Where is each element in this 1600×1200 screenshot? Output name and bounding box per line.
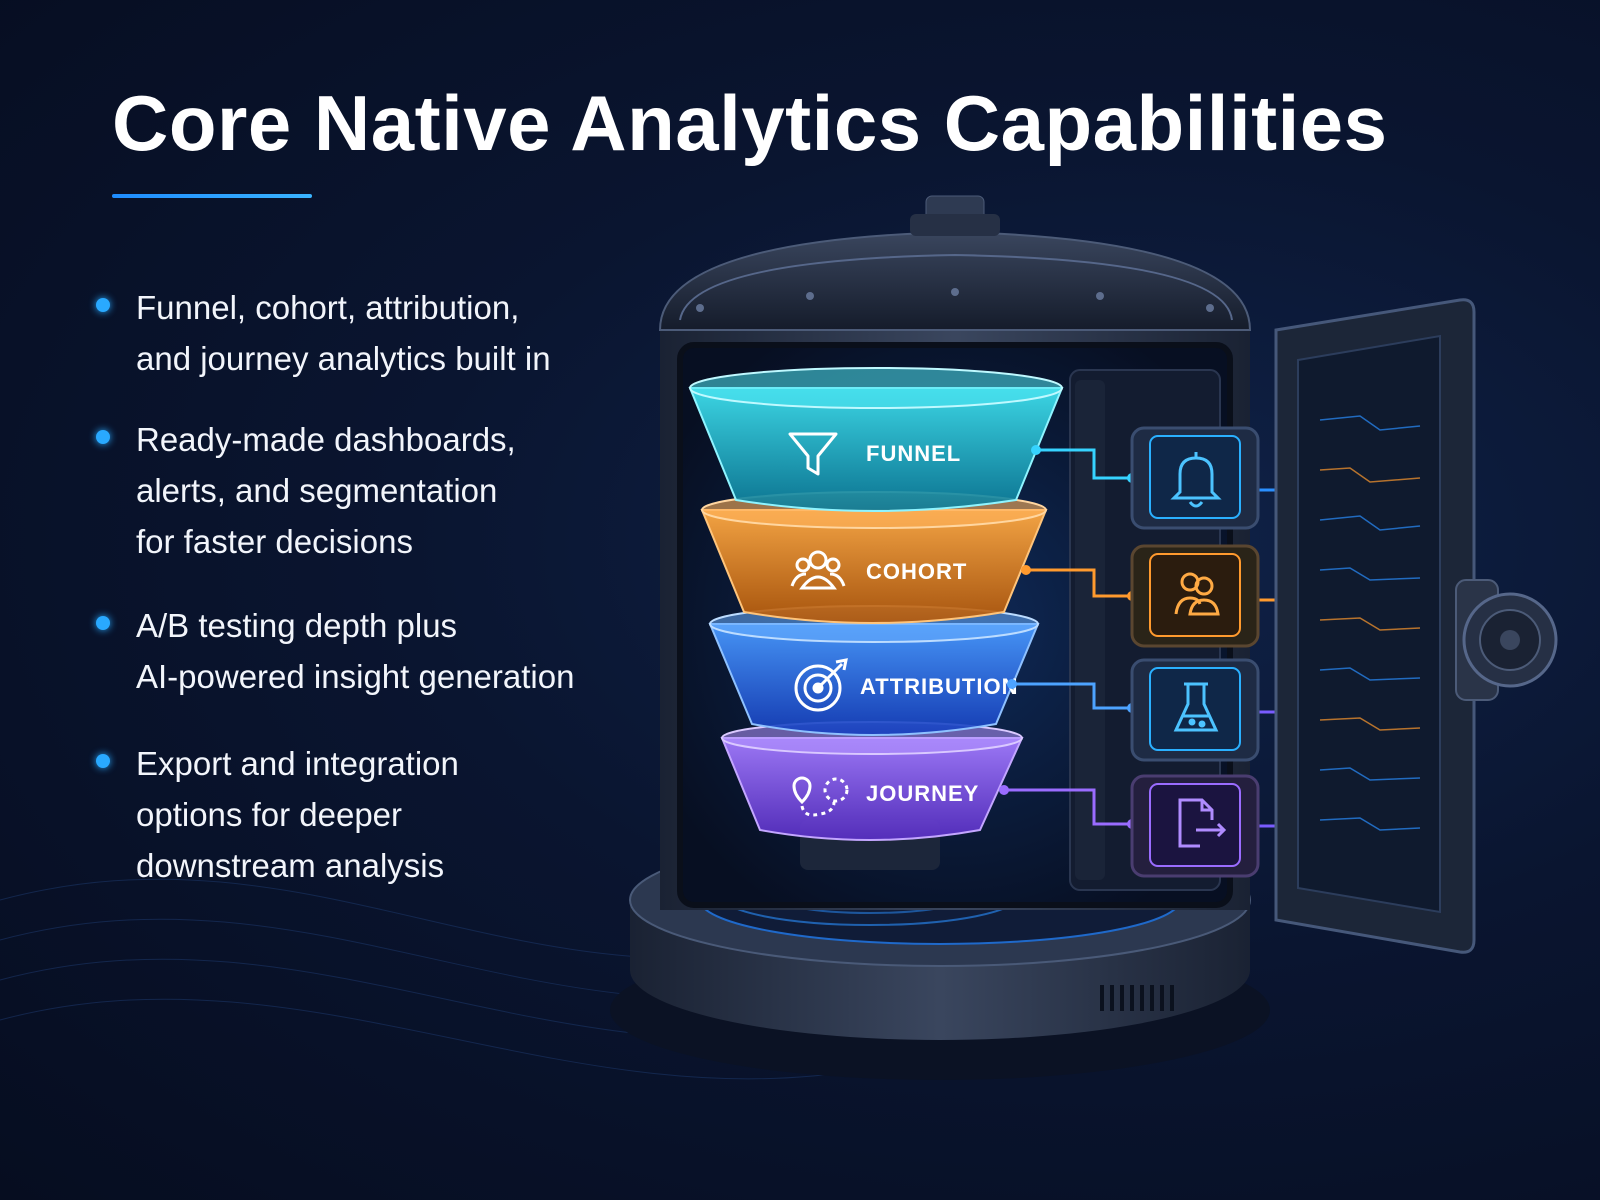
bullet-text: A/B testing depth plus AI-powered insigh… [136,600,574,702]
bullet-text: Funnel, cohort, attribution, and journey… [136,282,551,384]
bullet-line: and journey analytics built in [136,340,551,377]
title-underline [112,194,312,198]
vault-lid [658,195,1252,331]
bullet-dot [96,298,110,312]
layer-label-cohort: COHORT [866,559,967,584]
bullet-dot [96,430,110,444]
page-title: Core Native Analytics Capabilities [112,79,1388,167]
bullet-dot [96,616,110,630]
layer-label-journey: JOURNEY [866,781,979,806]
bullet-text: Ready-made dashboards, alerts, and segme… [136,414,516,567]
tile-flask [1130,658,1260,762]
tile-export [1130,774,1260,878]
layer-label-funnel: FUNNEL [866,441,961,466]
circuit-pattern [1319,415,1421,831]
bullet-line: options for deeper [136,796,403,833]
funnel-layer-attribution [708,605,1040,736]
export-icon [1178,798,1227,848]
bullet-line: Ready-made dashboards, [136,421,516,458]
bullet-line: Funnel, cohort, attribution, [136,289,520,326]
target-icon [794,658,848,712]
flask-icon [1173,682,1219,732]
people-icon [1174,572,1220,616]
bullet-line: A/B testing depth plus [136,607,458,644]
users-icon [790,550,846,590]
side-tiles [1130,426,1260,878]
bullet-line: downstream analysis [136,847,445,884]
funnel-stack: FUNNEL COHORT ATTRIBUTION JOURNEY [688,367,1064,870]
vent-grille [1100,985,1174,1011]
vault-handle [1462,592,1558,688]
funnel-icon [788,432,838,476]
vault-door [1274,298,1558,954]
bullet-dot [96,754,110,768]
route-icon [792,776,849,817]
tile-people [1130,544,1260,648]
tile-bell [1130,426,1260,530]
bullet-line: alerts, and segmentation [136,472,498,509]
layer-label-attribution: ATTRIBUTION [860,674,1018,699]
bullet-text: Export and integration options for deepe… [136,738,459,891]
bullet-line: Export and integration [136,745,459,782]
bullet-line: AI-powered insight generation [136,658,575,695]
bell-icon [1170,452,1222,508]
bullet-line: for faster decisions [136,523,413,560]
funnel-layer-funnel [688,367,1064,512]
